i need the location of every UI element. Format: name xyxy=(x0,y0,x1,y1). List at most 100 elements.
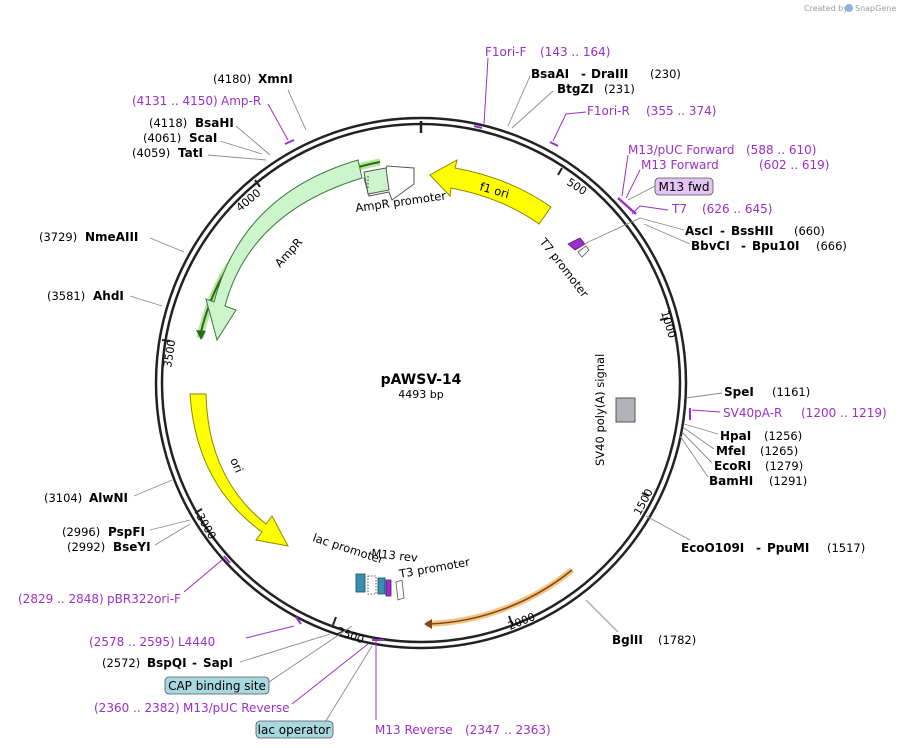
site-bamhi[interactable]: BamHI (1291) xyxy=(679,435,807,488)
feature-ampr[interactable]: AmpR xyxy=(205,159,363,342)
svg-text:F1ori-R: F1ori-R xyxy=(587,104,630,118)
lac-operator-block xyxy=(377,577,386,595)
svg-text:M13/pUC Reverse: M13/pUC Reverse xyxy=(183,701,290,715)
site-scai[interactable]: (4061) ScaI xyxy=(143,131,263,155)
svg-text:(1291): (1291) xyxy=(769,474,807,488)
ampr-label: AmpR xyxy=(272,235,305,270)
orange-highlight-arc xyxy=(425,567,574,627)
badge-cap-binding-site[interactable]: CAP binding site xyxy=(164,625,353,695)
feature-sv40-polya[interactable]: SV40 poly(A) signal xyxy=(593,354,636,466)
svg-text:BbvCI: BbvCI xyxy=(691,239,730,253)
site-ecoo109i-ppumi[interactable]: EcoO109I - PpuMI (1517) xyxy=(645,515,865,555)
m13-rev-block xyxy=(385,579,392,597)
svg-text:CAP binding site: CAP binding site xyxy=(168,679,266,693)
primer-m13-forward[interactable]: M13 Forward (602 .. 619) xyxy=(625,158,829,199)
site-pspfi[interactable]: (2996) PspFI xyxy=(62,519,191,539)
site-ahdi[interactable]: (3581) AhdI xyxy=(47,289,163,307)
svg-text:(626 .. 645): (626 .. 645) xyxy=(702,202,772,216)
svg-text:-: - xyxy=(741,239,746,253)
svg-text:(666): (666) xyxy=(816,239,847,253)
svg-text:(231): (231) xyxy=(604,82,635,96)
site-btgzi[interactable]: BtgZI (231) xyxy=(511,82,635,129)
credit-text: Created by xyxy=(804,4,848,13)
svg-text:(1256): (1256) xyxy=(764,429,802,443)
site-bsahi[interactable]: (4118) BsaHI xyxy=(149,116,271,156)
badge-m13-fwd[interactable]: M13 fwd xyxy=(627,177,714,201)
svg-text:(602 .. 619): (602 .. 619) xyxy=(759,158,829,172)
primer-amp-r[interactable]: (4131 .. 4150) Amp-R xyxy=(132,94,295,145)
tick-500: 500 xyxy=(564,176,589,198)
sv40-label: SV40 poly(A) signal xyxy=(593,354,607,466)
credit-brand: SnapGene xyxy=(855,4,896,13)
svg-text:EcoO109I: EcoO109I xyxy=(681,541,744,555)
tick-3500: 3500 xyxy=(161,339,178,369)
site-ecori[interactable]: EcoRI (1279) xyxy=(681,431,803,473)
svg-text:PpuMI: PpuMI xyxy=(767,541,809,555)
orange-arc-line xyxy=(429,569,573,625)
primer-m13-puc-forward[interactable]: M13/pUC Forward (588 .. 610) xyxy=(621,143,816,197)
svg-text:L4440: L4440 xyxy=(178,635,215,649)
svg-text:MfeI: MfeI xyxy=(716,444,746,458)
site-bsaai-draiii[interactable]: BsaAI - DraIII (230) xyxy=(507,67,681,127)
site-bbvci-bpu10i[interactable]: BbvCI - Bpu10I (666) xyxy=(643,223,847,253)
svg-text:(2572): (2572) xyxy=(102,656,140,670)
svg-text:(660): (660) xyxy=(794,224,825,238)
orange-arc-arrowhead xyxy=(424,619,432,629)
svg-text:F1ori-F: F1ori-F xyxy=(485,45,526,59)
primer-m13-puc-reverse[interactable]: (2360 .. 2382) M13/pUC Reverse xyxy=(94,643,369,715)
svg-text:T7: T7 xyxy=(671,202,687,216)
t3-promoter-block xyxy=(395,579,405,601)
site-nmeaiii[interactable]: (3729) NmeAIII xyxy=(39,230,185,253)
primer-m13-reverse[interactable]: M13 Reverse (2347 .. 2363) xyxy=(372,639,551,737)
site-tati[interactable]: (4059) TatI xyxy=(132,146,267,161)
feature-t7-promoter[interactable]: T7 promoter xyxy=(536,234,592,300)
svg-text:AhdI: AhdI xyxy=(93,289,124,303)
svg-text:SapI: SapI xyxy=(203,656,233,670)
svg-text:SpeI: SpeI xyxy=(724,385,754,399)
site-alwni[interactable]: (3104) AlwNI xyxy=(44,479,173,505)
site-hpai[interactable]: HpaI (1256) xyxy=(683,423,802,443)
svg-text:(2992): (2992) xyxy=(67,540,105,554)
feature-f1-ori[interactable]: f1 ori xyxy=(429,159,552,225)
svg-text:M13/pUC Forward: M13/pUC Forward xyxy=(628,143,735,157)
site-bseyi[interactable]: (2992) BseYI xyxy=(67,523,191,554)
primer-t7[interactable]: T7 (626 .. 645) xyxy=(631,202,772,216)
site-asci-bsshii[interactable]: AscI - BssHII (660) xyxy=(583,217,825,245)
svg-text:(3581): (3581) xyxy=(47,289,85,303)
primer-l4440[interactable]: (2578 .. 2595) L4440 xyxy=(89,616,302,649)
site-mfei[interactable]: MfeI (1265) xyxy=(683,427,798,458)
m13-rev-label: M13 rev xyxy=(371,546,419,565)
lac-promoter-block xyxy=(367,575,377,595)
svg-text:(2360 .. 2382): (2360 .. 2382) xyxy=(94,701,180,715)
svg-text:XmnI: XmnI xyxy=(258,72,293,86)
svg-text:ScaI: ScaI xyxy=(189,131,217,145)
svg-text:(1279): (1279) xyxy=(765,459,803,473)
feature-lac-region[interactable]: lac promoter M13 rev T3 promoter xyxy=(311,531,471,601)
svg-text:(3729): (3729) xyxy=(39,230,77,244)
svg-text:BspQI: BspQI xyxy=(147,656,187,670)
svg-text:NmeAIII: NmeAIII xyxy=(85,230,138,244)
site-bspqi-sapi[interactable]: (2572) BspQI - SapI xyxy=(102,633,331,670)
svg-text:BseYI: BseYI xyxy=(113,540,151,554)
ori-label: ori xyxy=(227,456,246,475)
svg-text:BsaHI: BsaHI xyxy=(195,116,234,130)
primer-pbr322ori-f[interactable]: (2829 .. 2848) pBR322ori-F xyxy=(18,555,231,606)
svg-text:(4061): (4061) xyxy=(143,131,181,145)
sv40-terminator xyxy=(615,397,636,423)
primer-sv40pa-r[interactable]: SV40pA-R (1200 .. 1219) xyxy=(689,406,887,420)
primer-f1ori-r[interactable]: F1ori-R (355 .. 374) xyxy=(549,104,716,147)
feature-ori[interactable]: ori xyxy=(189,393,289,547)
svg-text:M13 fwd: M13 fwd xyxy=(659,180,710,194)
green-arc-arrowhead xyxy=(196,330,206,340)
svg-text:HpaI: HpaI xyxy=(720,429,751,443)
badge-lac-operator[interactable]: lac operator xyxy=(255,645,373,739)
svg-text:M13 Reverse: M13 Reverse xyxy=(375,723,453,737)
svg-text:AlwNI: AlwNI xyxy=(89,491,128,505)
primer-f1ori-f[interactable]: F1ori-F (143 .. 164) xyxy=(473,45,610,129)
site-bglii[interactable]: BglII (1782) xyxy=(585,599,696,647)
site-xmni[interactable]: (4180) XmnI xyxy=(213,72,307,131)
svg-text:-: - xyxy=(192,656,197,670)
site-spei[interactable]: SpeI (1161) xyxy=(685,385,810,399)
svg-text:(355 .. 374): (355 .. 374) xyxy=(646,104,716,118)
